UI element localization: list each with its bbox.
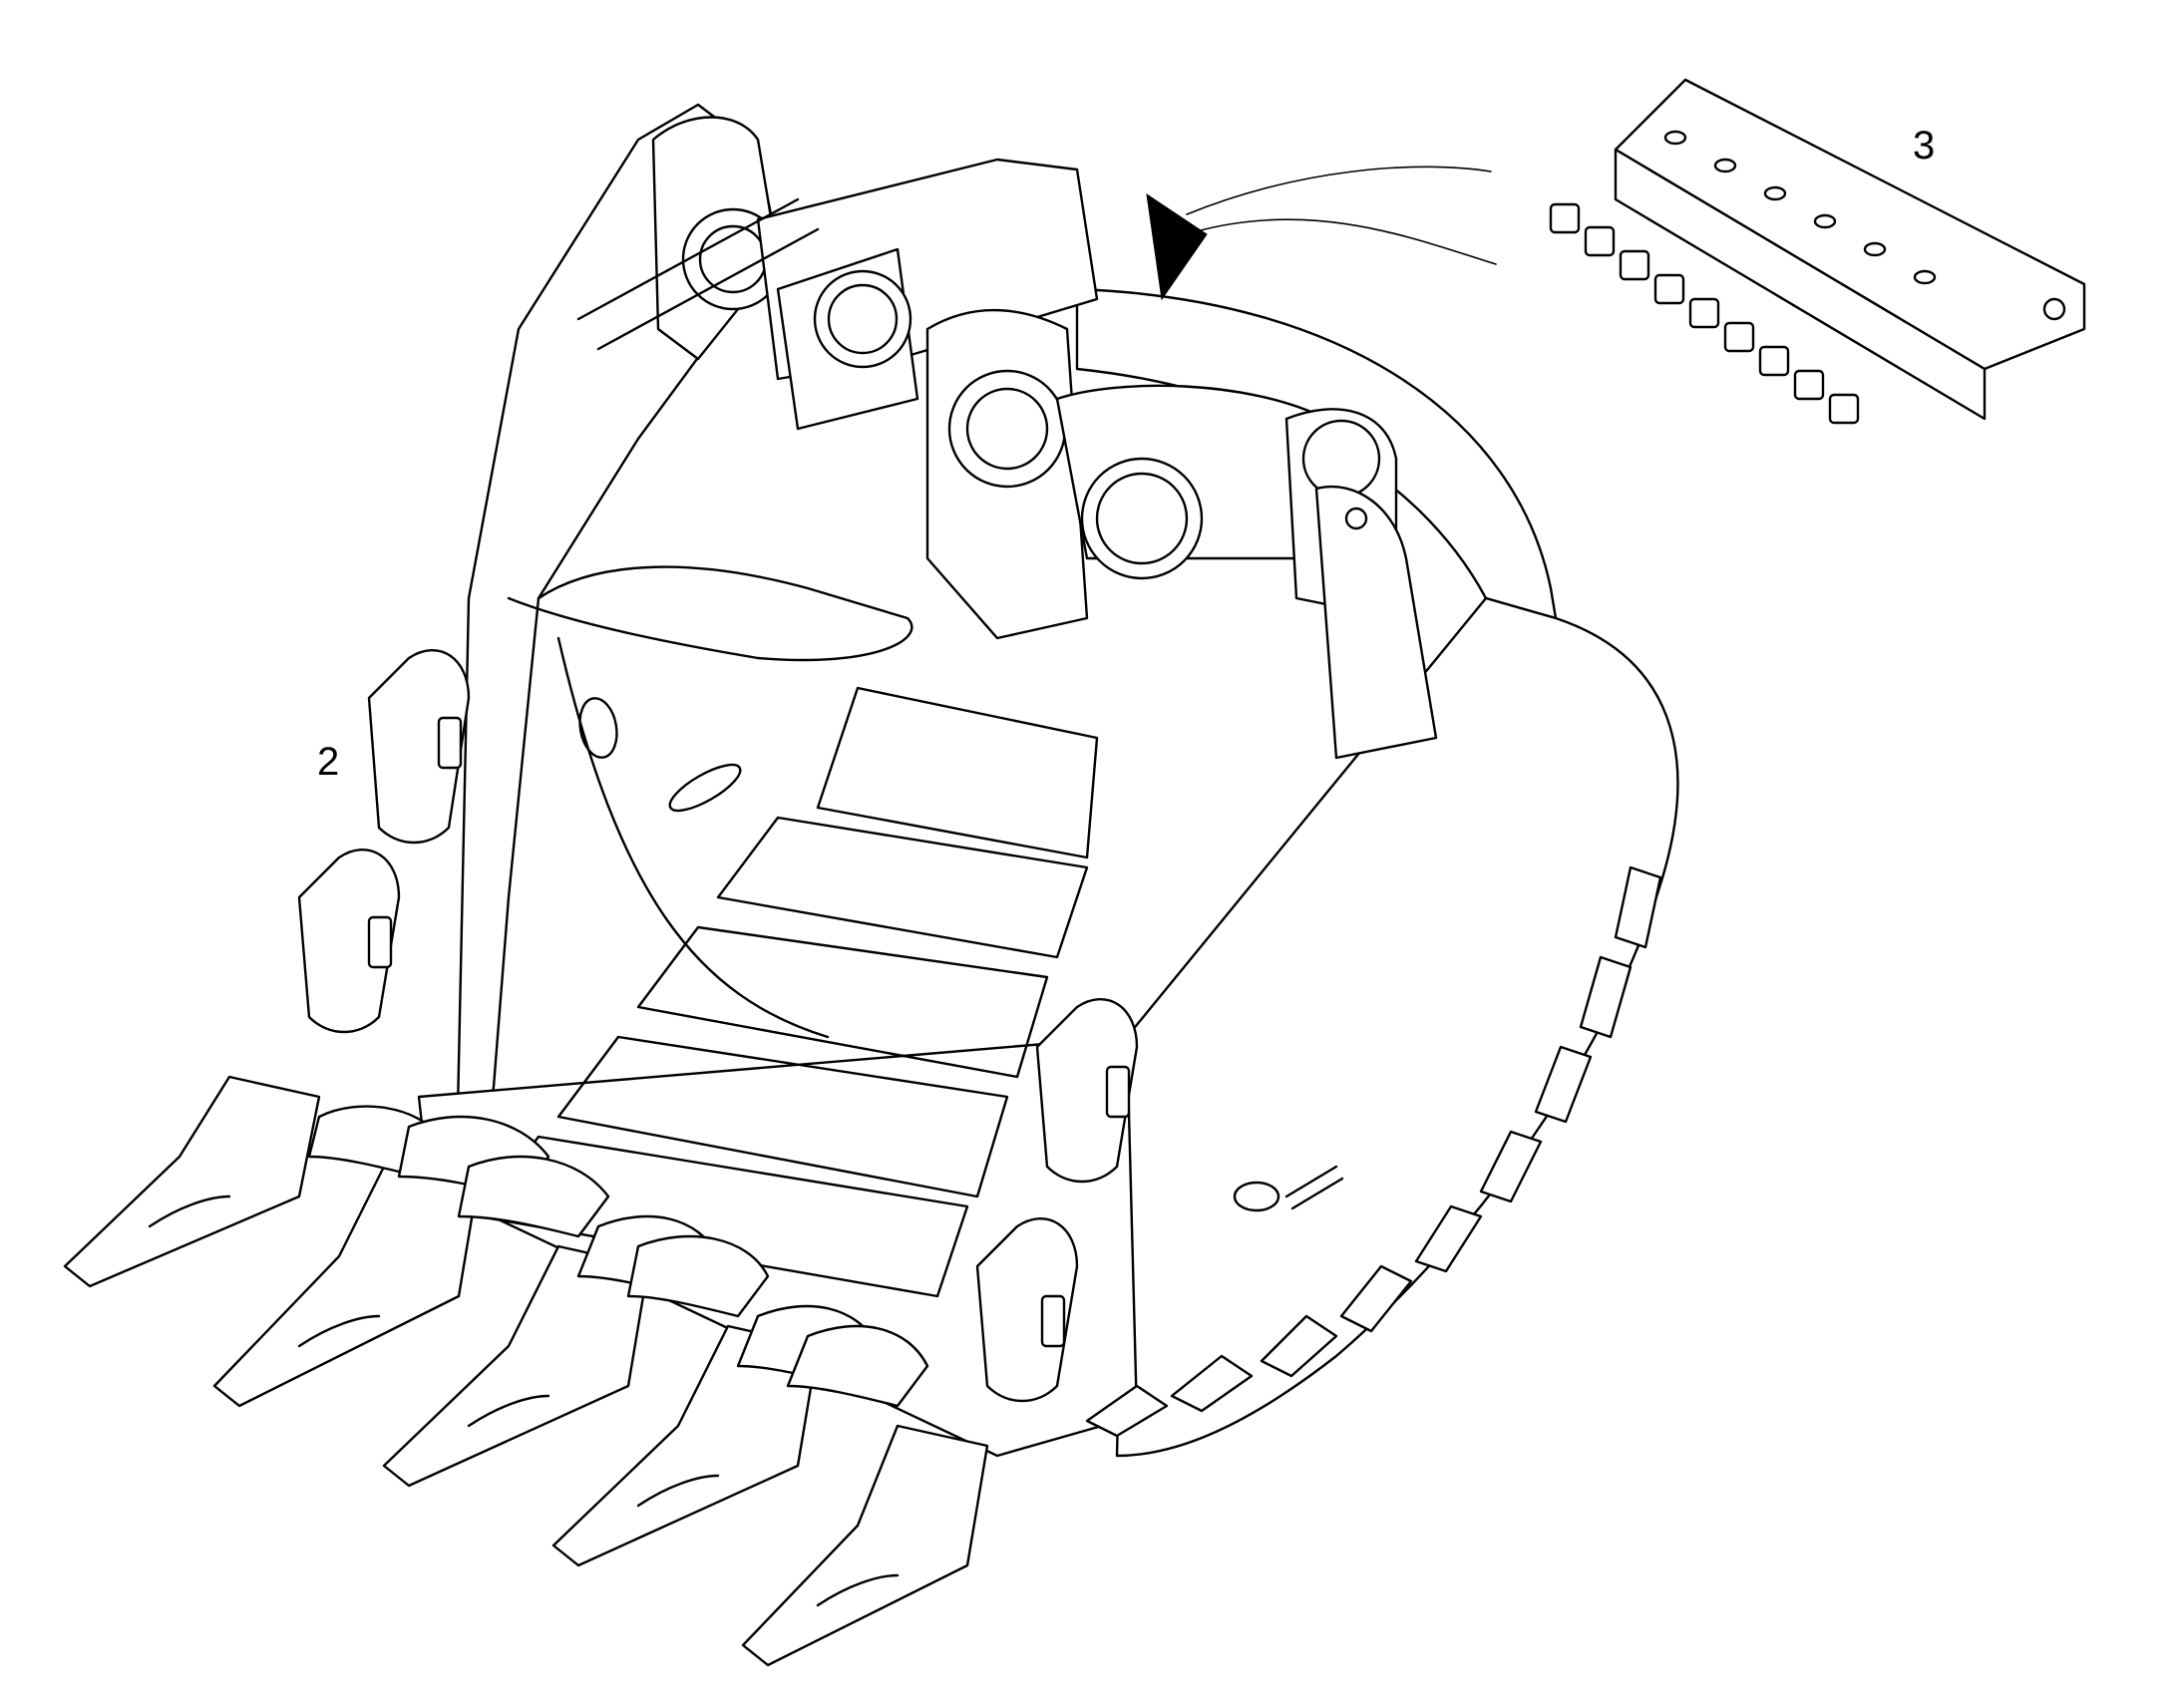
lip-shrouds xyxy=(1085,865,1662,1438)
distributor-ports xyxy=(1663,130,1937,285)
distributor-fittings xyxy=(1549,202,1860,425)
bucket-shell xyxy=(417,103,1679,1458)
hinge-brackets xyxy=(576,116,1438,760)
callout-label-2: 2 xyxy=(317,740,340,784)
distributor-block xyxy=(1549,78,2086,425)
lubrication-arrow xyxy=(1146,166,1497,301)
callout-label-3: 3 xyxy=(1913,124,1936,168)
wear-caps xyxy=(307,1105,929,1408)
side-shrouds xyxy=(297,648,1139,1403)
